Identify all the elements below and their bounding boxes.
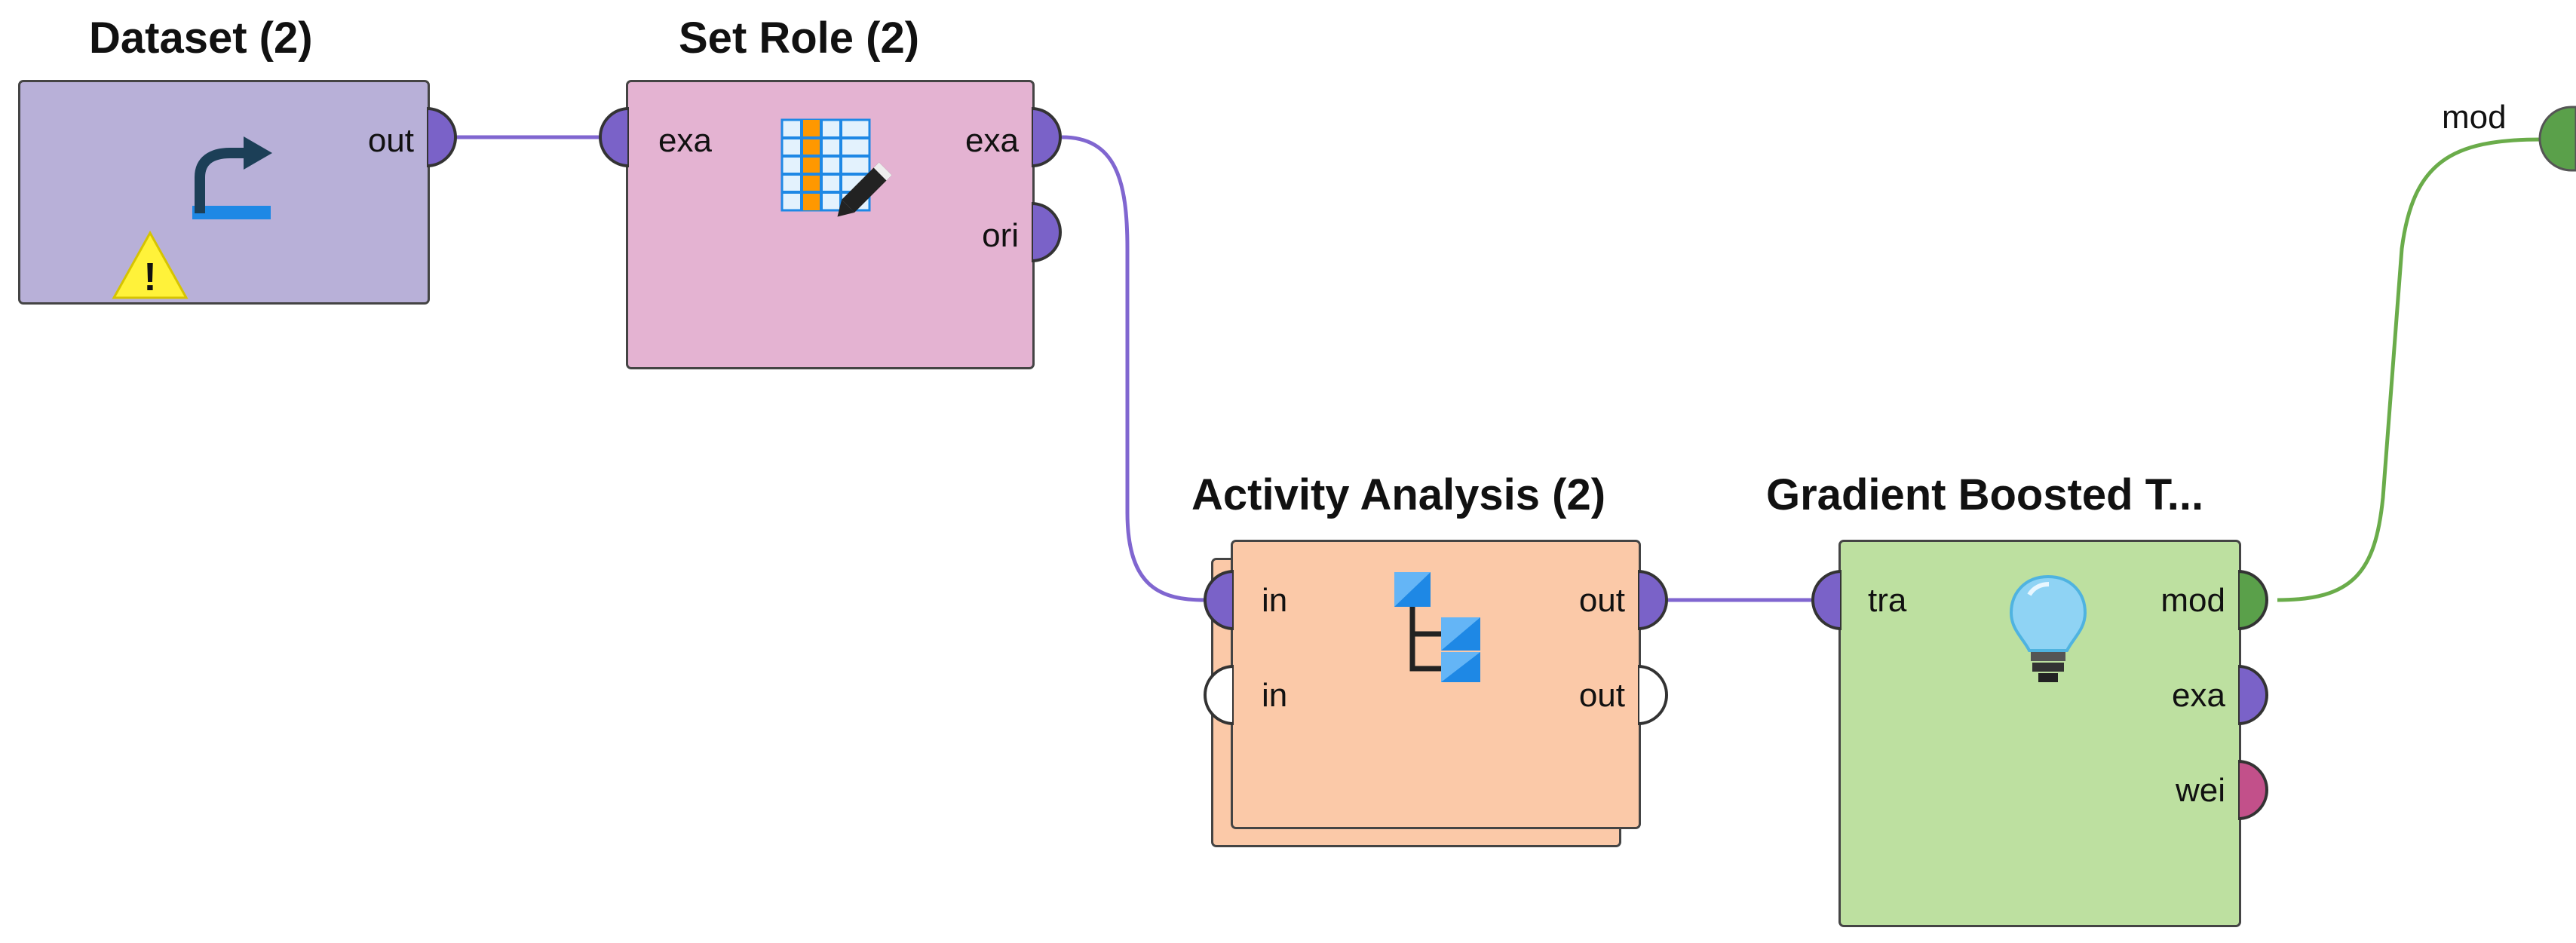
set-role-title: Set Role (2) <box>679 14 920 63</box>
activity-port-in-1-label: in <box>1262 582 1288 619</box>
gbt-port-out-wei-label: wei <box>2175 772 2225 809</box>
set-role-port-out-exa-label: exa <box>965 122 1019 159</box>
subprocess-tree-icon <box>1394 572 1480 682</box>
set-role-operator[interactable]: exa exa ori <box>626 80 1035 369</box>
result-port-label: mod <box>2442 99 2507 136</box>
activity-port-out-2[interactable] <box>1638 665 1668 725</box>
activity-analysis-title: Activity Analysis (2) <box>1191 470 1606 519</box>
wire-gbt-to-result[interactable] <box>2277 137 2542 602</box>
set-role-port-out-ori-label: ori <box>982 217 1019 254</box>
lightbulb-icon <box>2009 574 2087 682</box>
gbt-port-out-wei[interactable] <box>2238 760 2268 820</box>
gbt-port-in[interactable] <box>1811 570 1842 630</box>
gbt-port-in-label: tra <box>1868 582 1907 619</box>
activity-port-in-2-label: in <box>1262 677 1288 714</box>
gbt-port-out-mod[interactable] <box>2238 570 2268 630</box>
dataset-port-out[interactable] <box>427 107 457 167</box>
gradient-boosted-title: Gradient Boosted T... <box>1766 470 2204 519</box>
wire-setrole-to-activity[interactable] <box>1061 135 1206 602</box>
activity-port-in-2[interactable] <box>1204 665 1234 725</box>
warning-icon: ! <box>112 230 189 299</box>
dataset-operator[interactable]: ! out <box>18 80 430 305</box>
dataset-port-out-label: out <box>367 122 414 159</box>
warning-mark: ! <box>143 256 156 299</box>
gbt-port-out-exa-label: exa <box>2172 677 2225 714</box>
gbt-port-out-exa[interactable] <box>2238 665 2268 725</box>
result-port-mod[interactable] <box>2538 106 2576 173</box>
activity-port-in-1[interactable] <box>1204 570 1234 630</box>
retrieve-arrow-icon <box>192 136 272 219</box>
table-edit-icon <box>780 118 892 217</box>
set-role-port-in[interactable] <box>599 107 629 167</box>
gbt-port-out-mod-label: mod <box>2160 582 2225 619</box>
set-role-port-out-exa[interactable] <box>1032 107 1062 167</box>
set-role-port-in-label: exa <box>658 122 712 159</box>
set-role-port-out-ori[interactable] <box>1032 202 1062 262</box>
activity-analysis-operator[interactable]: in in out out <box>1231 540 1641 829</box>
activity-port-out-2-label: out <box>1578 677 1625 714</box>
gradient-boosted-operator[interactable]: tra mod exa wei <box>1838 540 2241 927</box>
activity-port-out-1[interactable] <box>1638 570 1668 630</box>
activity-port-out-1-label: out <box>1578 582 1625 619</box>
dataset-title: Dataset (2) <box>89 14 313 63</box>
